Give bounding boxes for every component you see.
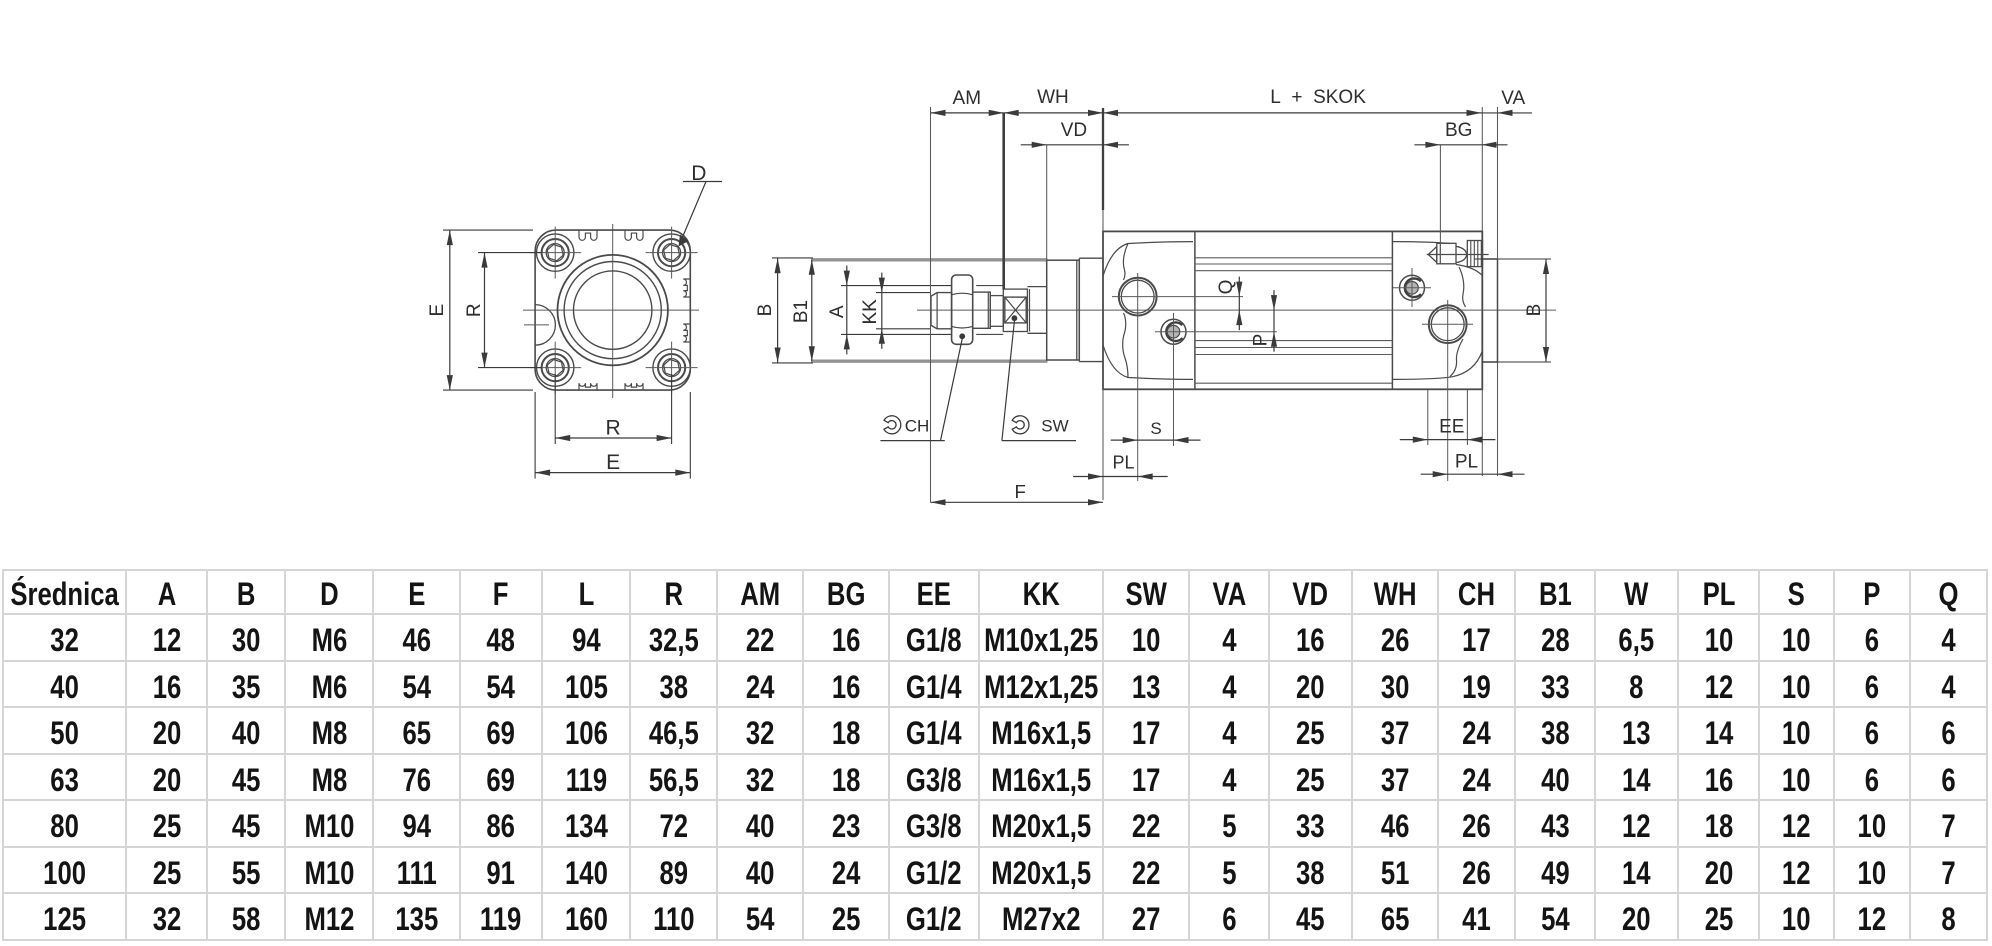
svg-text:VD: VD: [1061, 120, 1087, 141]
svg-text:KK: KK: [860, 299, 881, 325]
svg-text:R: R: [464, 303, 485, 317]
svg-text:CH: CH: [905, 416, 930, 435]
svg-text:VA: VA: [1501, 88, 1525, 109]
svg-text:A: A: [827, 305, 848, 318]
svg-text:B: B: [1524, 304, 1545, 317]
svg-text:F: F: [1015, 481, 1026, 502]
svg-text:S: S: [1150, 419, 1161, 438]
svg-text:E: E: [606, 451, 620, 474]
svg-text:WH: WH: [1037, 87, 1069, 108]
svg-text:D: D: [691, 162, 706, 185]
svg-text:B1: B1: [791, 300, 812, 323]
svg-text:E: E: [427, 304, 448, 317]
svg-text:EE: EE: [1439, 417, 1464, 438]
svg-text:PL: PL: [1455, 451, 1478, 472]
svg-text:R: R: [606, 417, 621, 440]
svg-text:BG: BG: [1445, 120, 1472, 141]
svg-text:PL: PL: [1112, 453, 1134, 473]
svg-text:AM: AM: [953, 88, 982, 109]
svg-text:L + SKOK: L + SKOK: [1270, 87, 1366, 108]
svg-text:P: P: [1250, 334, 1271, 347]
svg-text:Q: Q: [1216, 280, 1237, 295]
svg-text:B: B: [755, 304, 776, 317]
svg-text:SW: SW: [1041, 417, 1068, 436]
